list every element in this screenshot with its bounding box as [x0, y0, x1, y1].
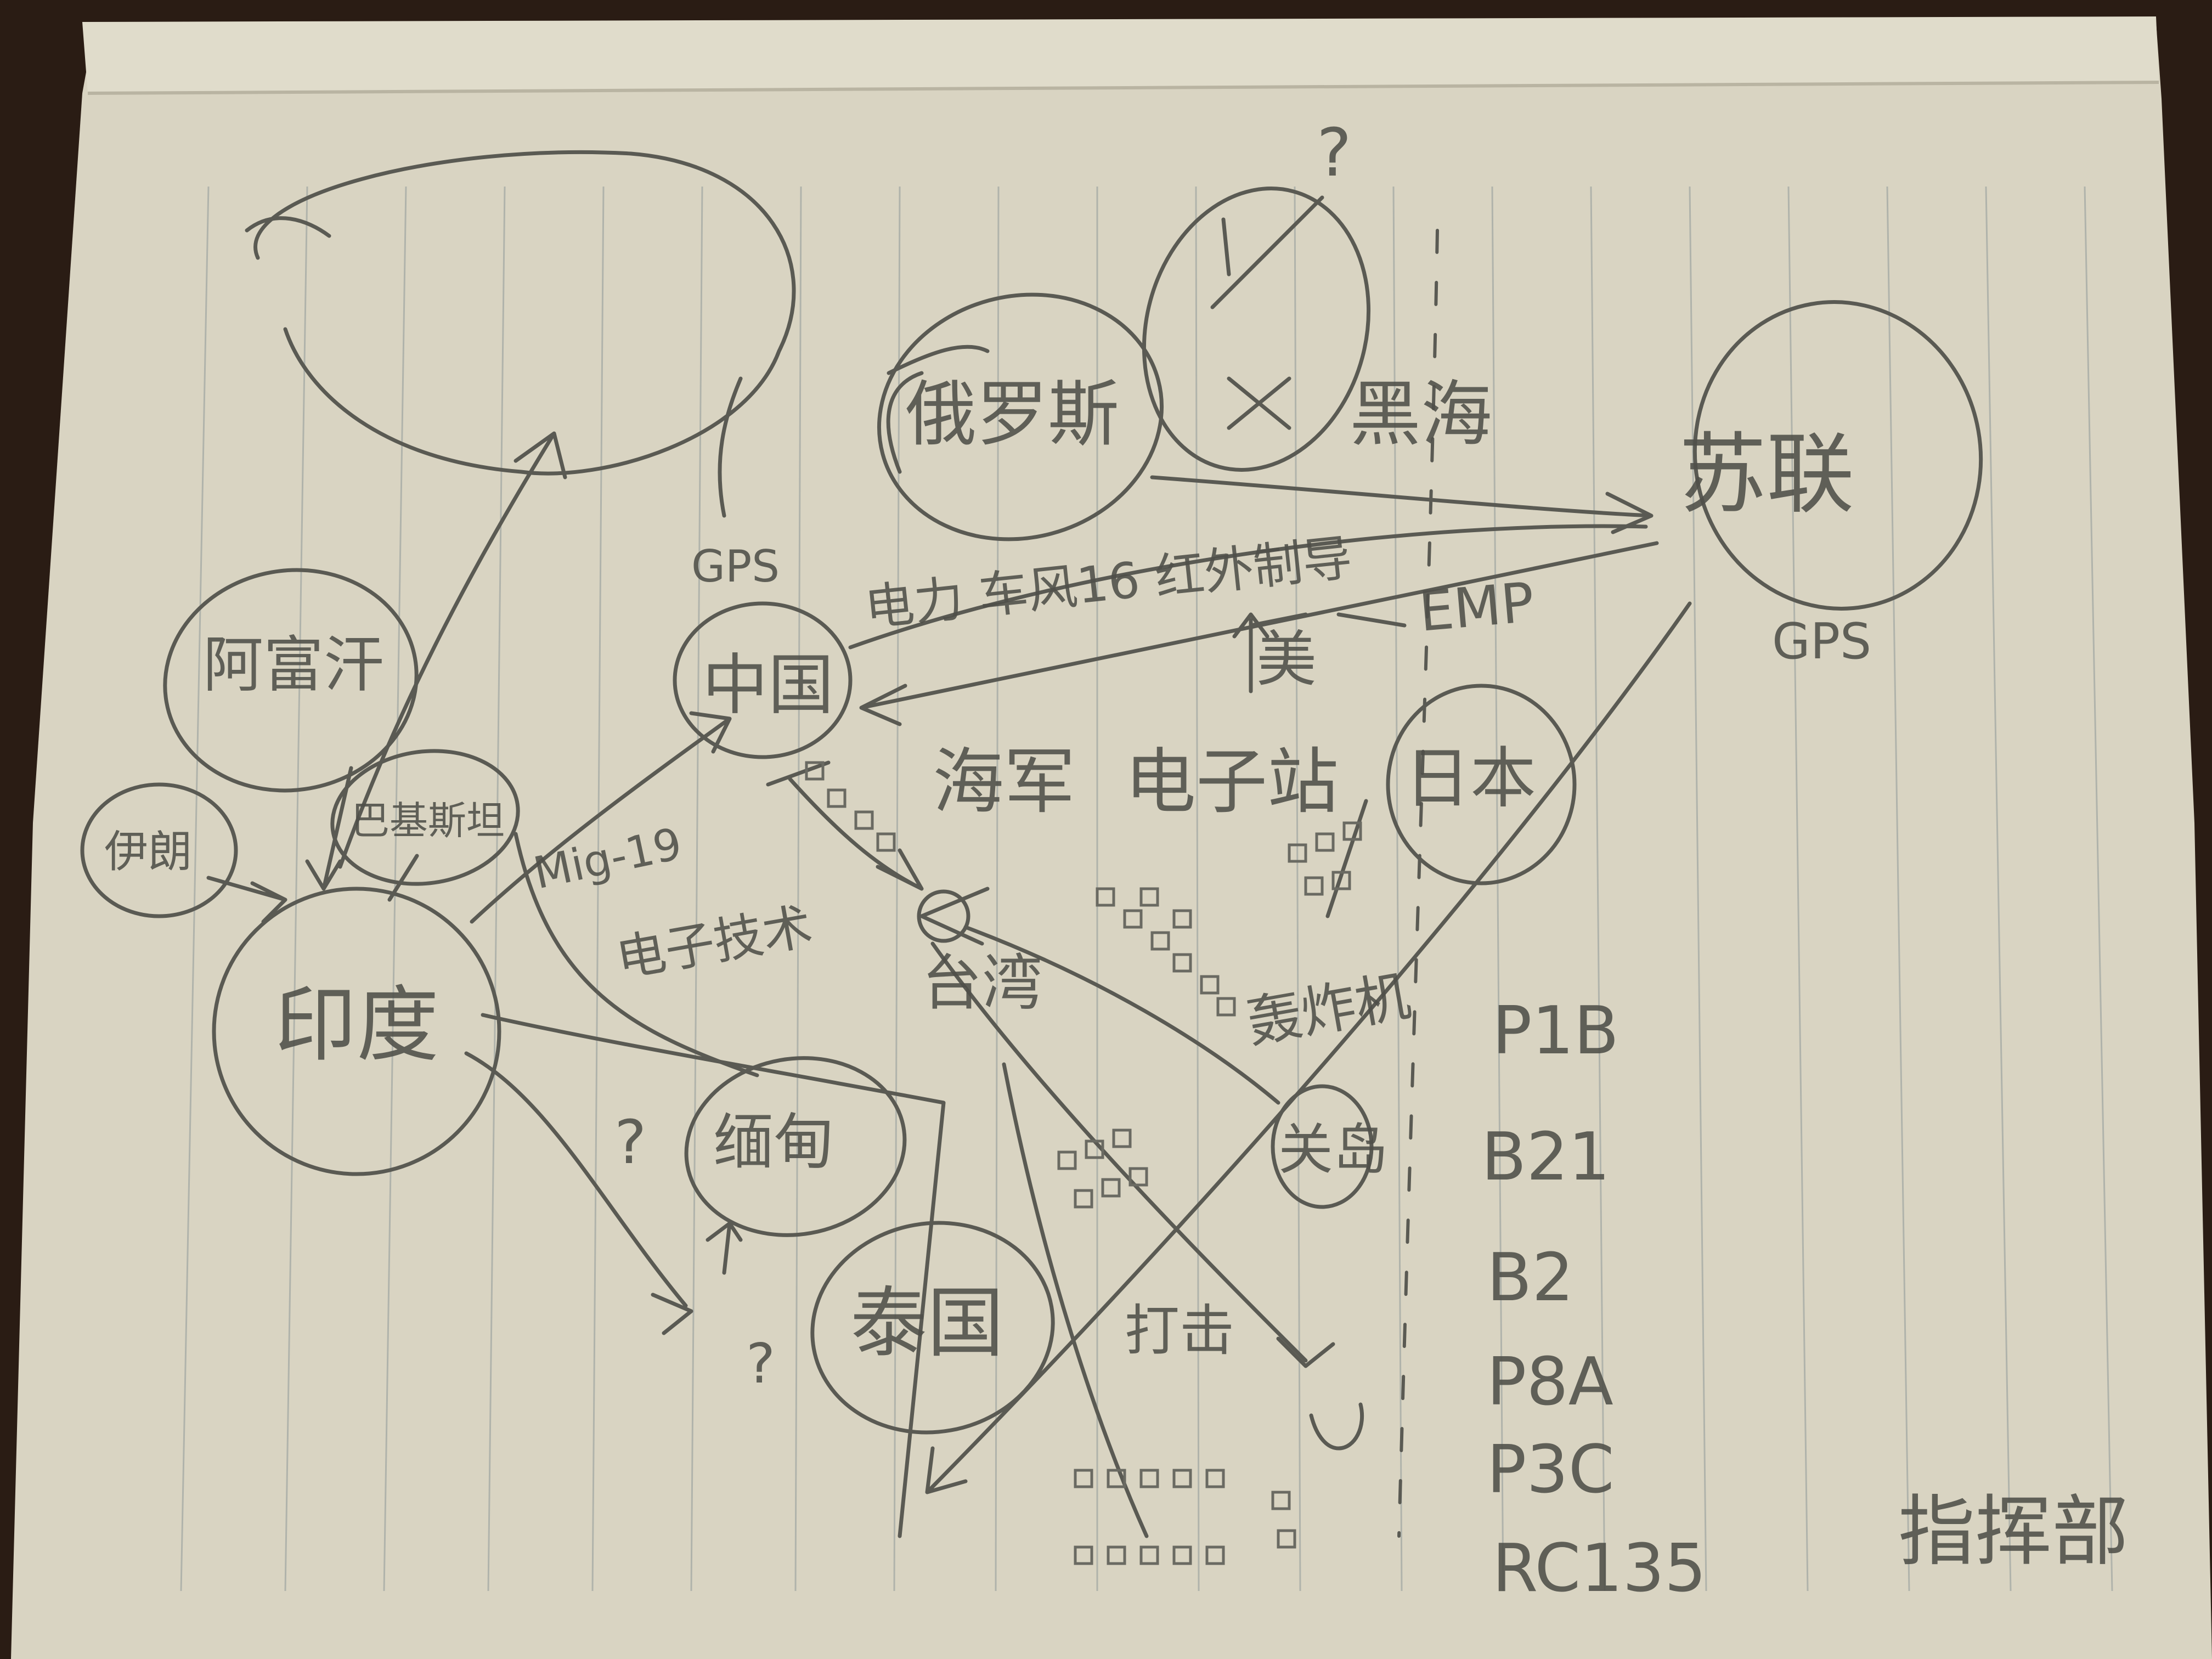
node-unknown-sea: 黑海 — [1350, 373, 1492, 456]
india-to-burma-line — [481, 1013, 946, 1538]
aircraft-item: P8A — [1487, 1344, 1613, 1420]
iran-to-india-arrow — [206, 876, 287, 924]
india-to-china-arrow — [470, 711, 732, 924]
japan-node — [1386, 684, 1577, 885]
china-node — [673, 601, 853, 759]
label-question-top: ? — [1317, 115, 1352, 191]
label-strike: 打击 — [1125, 1299, 1234, 1363]
thailand-node — [810, 1221, 1055, 1435]
node-guam: 关岛 — [1278, 1118, 1388, 1182]
top-loop — [253, 150, 796, 476]
node-arabia: 阿富汗 — [203, 630, 384, 700]
emp-arrow — [1249, 612, 1308, 628]
aircraft-item: RC135 — [1492, 1531, 1706, 1607]
label-usa: 美 — [1256, 624, 1317, 695]
node-iran: 伊朗 — [104, 826, 192, 877]
label-station: 电子站 — [1125, 740, 1339, 823]
ussr-to-china-arrow — [859, 541, 1659, 726]
taiwan-arrow — [919, 887, 990, 946]
spy-cross-node — [1142, 187, 1371, 472]
pak-to-burma-line — [514, 832, 759, 1077]
label-command: 指挥部 — [1898, 1487, 2129, 1577]
iran-node — [80, 782, 238, 918]
india-node — [212, 887, 501, 1176]
taiwan-to-okinawa-line — [930, 941, 1335, 1368]
node-ussr: 苏联 — [1679, 423, 1854, 526]
guam-node — [1271, 1084, 1374, 1209]
aircraft-item: B21 — [1481, 1119, 1610, 1195]
taiwan-dot — [917, 889, 970, 943]
node-burma: 缅甸 — [713, 1107, 834, 1177]
aircraft-item: P1B — [1492, 993, 1619, 1069]
china-to-ussr-line — [848, 524, 1648, 650]
aircraft-list: P1B B21 B2 P8A P3C RC135 — [1481, 993, 1706, 1607]
label-question-burma: ? — [614, 1107, 646, 1177]
node-thailand: 泰国 — [850, 1279, 1004, 1368]
notebook-page — [11, 16, 2212, 1659]
india-to-top-arrow — [338, 431, 567, 869]
label-gps-ussr: GPS — [1772, 613, 1871, 670]
pakistan-node — [330, 749, 520, 886]
dashed-line — [1397, 229, 1439, 1538]
arrow-to-gps — [718, 376, 743, 518]
ussr-to-thai-line — [925, 601, 1692, 1494]
aircraft-item: B2 — [1487, 1240, 1574, 1316]
spy-node — [877, 292, 1164, 541]
india-to-thai-arrow — [464, 1051, 693, 1335]
node-spy: 俄罗斯 — [905, 373, 1119, 456]
label-gps-china: GPS — [691, 541, 780, 592]
label-navy: 海军 — [933, 740, 1075, 823]
taiwan-to-guam-line — [963, 925, 1280, 1105]
ussr-node — [1692, 300, 1983, 611]
node-china: 中国 — [702, 647, 834, 724]
aircraft-item: P3C — [1487, 1432, 1615, 1508]
node-india: 印度 — [274, 978, 439, 1073]
aircraft-marks — [805, 761, 1362, 1565]
node-pakistan: 巴基斯坦 — [351, 798, 505, 843]
label-question-thai: ? — [746, 1331, 775, 1396]
node-japan: 日本 — [1404, 741, 1536, 817]
burma-node — [684, 1056, 907, 1237]
node-taiwan: 台湾 — [922, 948, 1042, 1018]
arabia-node — [163, 568, 419, 793]
spy-to-ussr-arrow — [1150, 475, 1654, 534]
label-emp: EMP — [1417, 570, 1537, 644]
